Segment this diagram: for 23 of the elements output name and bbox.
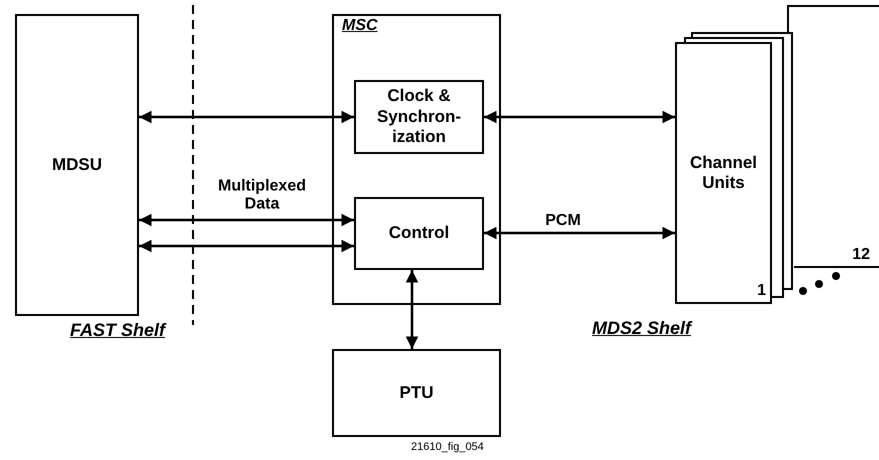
- card-stack: [675, 42, 772, 304]
- arrow: [139, 214, 354, 226]
- module-box: [332, 14, 501, 305]
- card-label: Channel Units: [688, 152, 758, 194]
- card-number: 12: [852, 246, 870, 264]
- box-label: MDSU: [50, 154, 104, 176]
- shelf-label: FAST Shelf: [70, 320, 166, 341]
- shelf-label: MDS2 Shelf: [592, 318, 692, 339]
- card: [794, 5, 879, 268]
- unit-box: [332, 349, 501, 437]
- unit-box: [15, 14, 139, 316]
- box-label: PTU: [398, 382, 434, 404]
- arrow: [484, 226, 675, 240]
- arrow: [406, 270, 418, 349]
- arrow: [139, 240, 354, 252]
- arrow: [484, 110, 675, 124]
- module-heading: MSC: [342, 17, 378, 35]
- function-box: [354, 197, 484, 270]
- box-label: Control: [388, 223, 450, 244]
- arrow: [139, 110, 354, 124]
- card-number: 1: [757, 282, 766, 300]
- box-label: Clock & Synchron-ization: [376, 86, 462, 148]
- function-box: [354, 80, 484, 154]
